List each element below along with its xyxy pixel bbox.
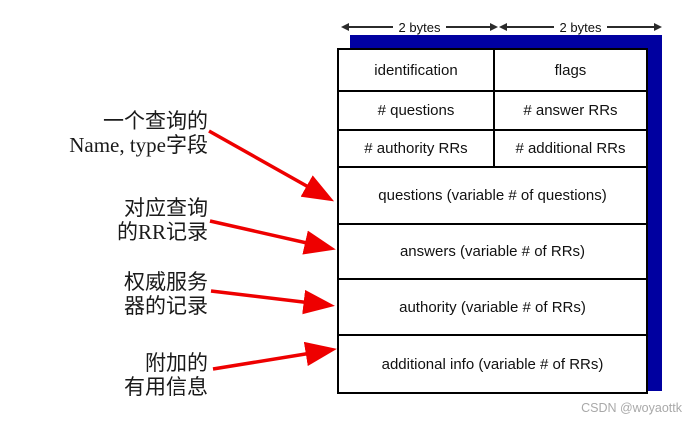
annotation-line: 对应查询 — [124, 196, 208, 220]
measure-line — [349, 26, 393, 28]
measure-line — [607, 26, 655, 28]
table-row: questions (variable # of questions) — [339, 166, 646, 223]
annotation-line: 一个查询的 — [103, 109, 208, 133]
measure-label: 2 bytes — [559, 19, 602, 35]
arrowhead-left-icon — [499, 23, 507, 31]
arrowhead-left-icon — [341, 23, 349, 31]
measure-line — [507, 26, 554, 28]
measure-line — [446, 26, 491, 28]
measure-label: 2 bytes — [398, 19, 441, 35]
arrow-to-answers-icon — [209, 219, 336, 255]
annotation-rr-records: 对应查询 的RR记录 — [0, 196, 208, 244]
annotation-additional-info: 附加的 有用信息 — [0, 351, 208, 399]
table-row: identification flags — [339, 50, 646, 90]
measure-arrow-left: 2 bytes — [341, 19, 499, 35]
annotation-line: 权威服务 — [124, 270, 208, 294]
table-row: authority (variable # of RRs) — [339, 278, 646, 334]
annotation-line: Name, type字段 — [69, 133, 208, 157]
field-num-answer-rrs: # answer RRs — [523, 102, 618, 119]
dns-message-table: identification flags # questions # answe… — [337, 48, 648, 394]
field-identification: identification — [339, 50, 495, 90]
annotation-line: 附加的 — [145, 351, 208, 375]
table-row: additional info (variable # of RRs) — [339, 334, 646, 392]
csdn-watermark: CSDN @woyaottk — [581, 401, 682, 415]
field-answers: answers (variable # of RRs) — [399, 243, 586, 260]
annotation-line: 的RR记录 — [116, 220, 208, 244]
field-flags: flags — [554, 61, 587, 79]
field-additional-info: additional info (variable # of RRs) — [381, 355, 604, 373]
field-questions: questions (variable # of questions) — [378, 187, 607, 204]
arrow-to-authority-icon — [210, 289, 335, 315]
field-authority: authority (variable # of RRs) — [399, 298, 586, 316]
field-num-authority-rrs: # authority RRs — [339, 131, 495, 166]
arrow-to-questions-icon — [208, 129, 335, 202]
arrow-to-additional-icon — [212, 341, 337, 371]
arrowhead-right-icon — [490, 23, 499, 31]
table-row: # authority RRs # additional RRs — [339, 129, 646, 166]
field-num-additional-rrs: # additional RRs — [515, 140, 626, 157]
table-row: answers (variable # of RRs) — [339, 223, 646, 278]
annotation-line: 器的记录 — [124, 294, 208, 318]
measure-arrow-right: 2 bytes — [499, 19, 663, 35]
table-row: # questions # answer RRs — [339, 90, 646, 129]
field-num-questions: # questions — [339, 92, 495, 129]
arrowhead-right-icon — [654, 23, 663, 31]
annotation-line: 有用信息 — [124, 375, 208, 399]
annotation-query-name-type: 一个查询的 Name, type字段 — [0, 109, 208, 157]
annotation-authority-records: 权威服务 器的记录 — [0, 270, 208, 318]
